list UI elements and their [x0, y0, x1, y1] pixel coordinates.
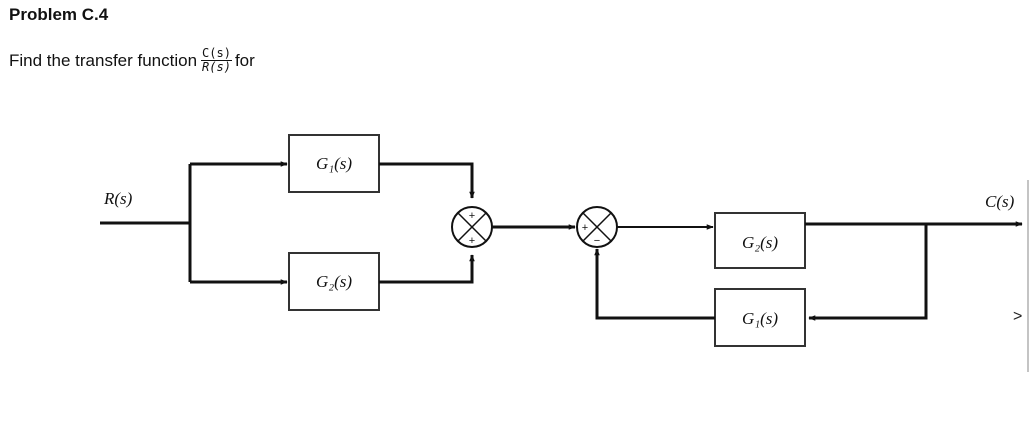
- block-g1-feedback-label: G₁(s): [742, 309, 778, 328]
- block-g2-bottom: [288, 252, 380, 311]
- summing-junction-1: [451, 206, 493, 248]
- feedback-pickoff-arrow: [808, 224, 928, 321]
- question-suffix: for: [234, 50, 255, 70]
- block-g2-forward: [714, 212, 806, 269]
- transfer-function-fraction: C(s) R(s): [201, 47, 232, 74]
- block-g1-feedback: [714, 288, 806, 347]
- question-text: Find the transfer function: [9, 50, 198, 70]
- top-to-sum1-arrow: [379, 162, 475, 199]
- problem-title: Problem C.4: [9, 5, 109, 24]
- output-label: C(s): [985, 192, 1015, 211]
- edge-mark: >: [1013, 308, 1023, 325]
- fraction-numerator: C(s): [201, 46, 232, 61]
- sum1-top-sign: +: [469, 210, 475, 222]
- block-g1-top-label: G₁(s): [316, 154, 352, 173]
- block-g2-forward-label: G₂(s): [742, 233, 778, 252]
- sum1-bottom-sign: +: [469, 235, 475, 247]
- problem-question: Find the transfer function C(s) R(s) for: [9, 47, 255, 74]
- input-label: R(s): [103, 189, 133, 208]
- fraction-denominator: R(s): [202, 60, 231, 74]
- bottom-to-sum1-arrow: [379, 254, 475, 284]
- sum2-bottom-sign: −: [594, 235, 600, 247]
- block-g1-top: [288, 134, 380, 193]
- sum2-left-sign: +: [582, 222, 588, 234]
- block-g2-bottom-label: G₂(s): [316, 272, 352, 291]
- feedback-to-sum2-arrow: [594, 248, 715, 320]
